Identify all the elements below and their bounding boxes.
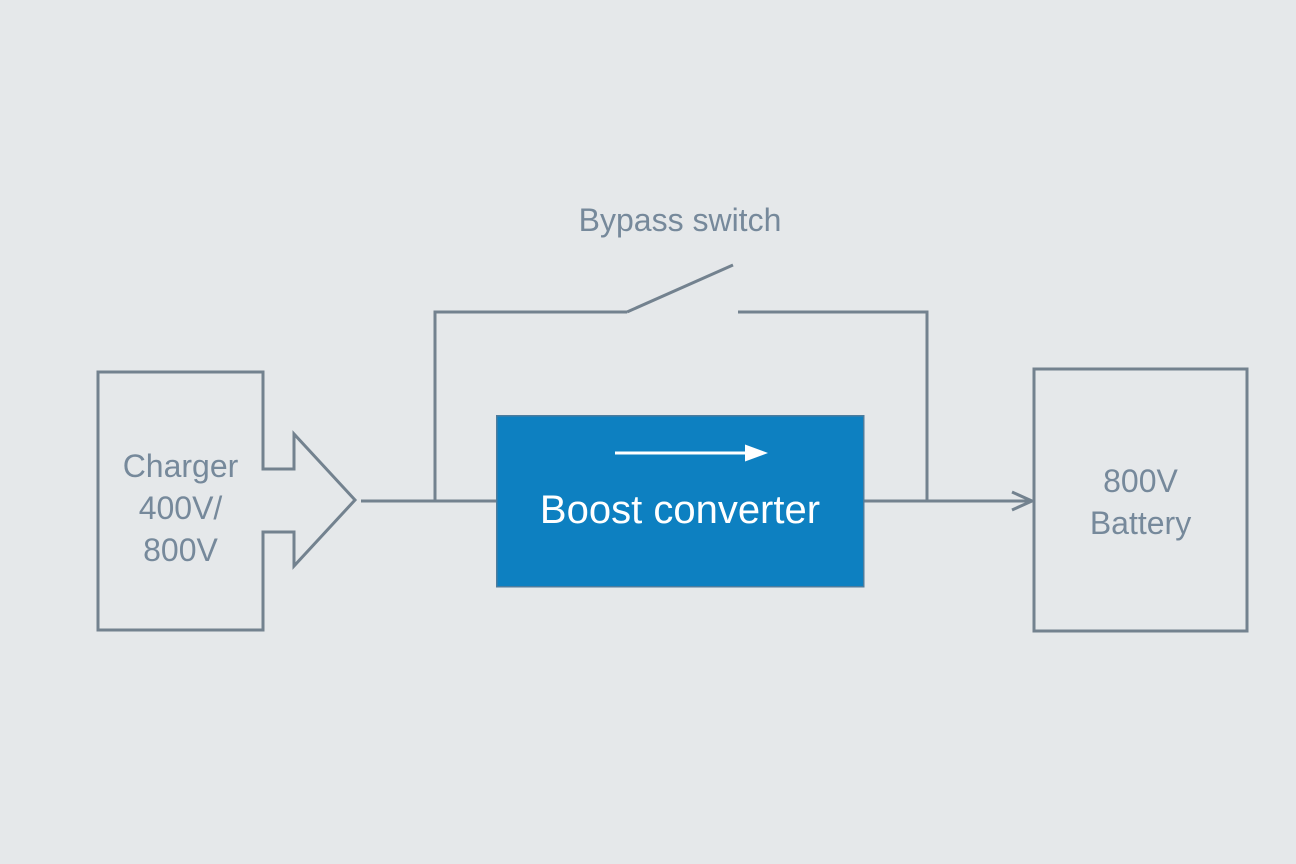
bypass-wire-left [433,310,627,501]
charger-label-line1: Charger [122,448,239,484]
charger-box-with-arrow-shape [96,370,358,632]
battery-label-line1: 800V [1103,463,1178,499]
bypass-wire-right [738,310,929,501]
bypass-switch-label: Bypass switch [578,202,782,238]
charger-label-line3: 800V [143,532,218,568]
charger-label: Charger 400V/ 800V [98,372,263,630]
main-wire-arrowhead-icon [1011,490,1036,512]
battery-box [1032,367,1249,633]
charger-label-line2: 400V/ [138,490,223,526]
boost-converter-box [496,415,865,588]
battery-label-line2: Battery [1089,505,1192,541]
boost-arrow-head-icon [745,444,768,462]
boost-converter-label: Boost converter [539,488,821,532]
battery-label: 800V Battery [1034,369,1247,631]
bypass-switch-blade [626,263,734,314]
